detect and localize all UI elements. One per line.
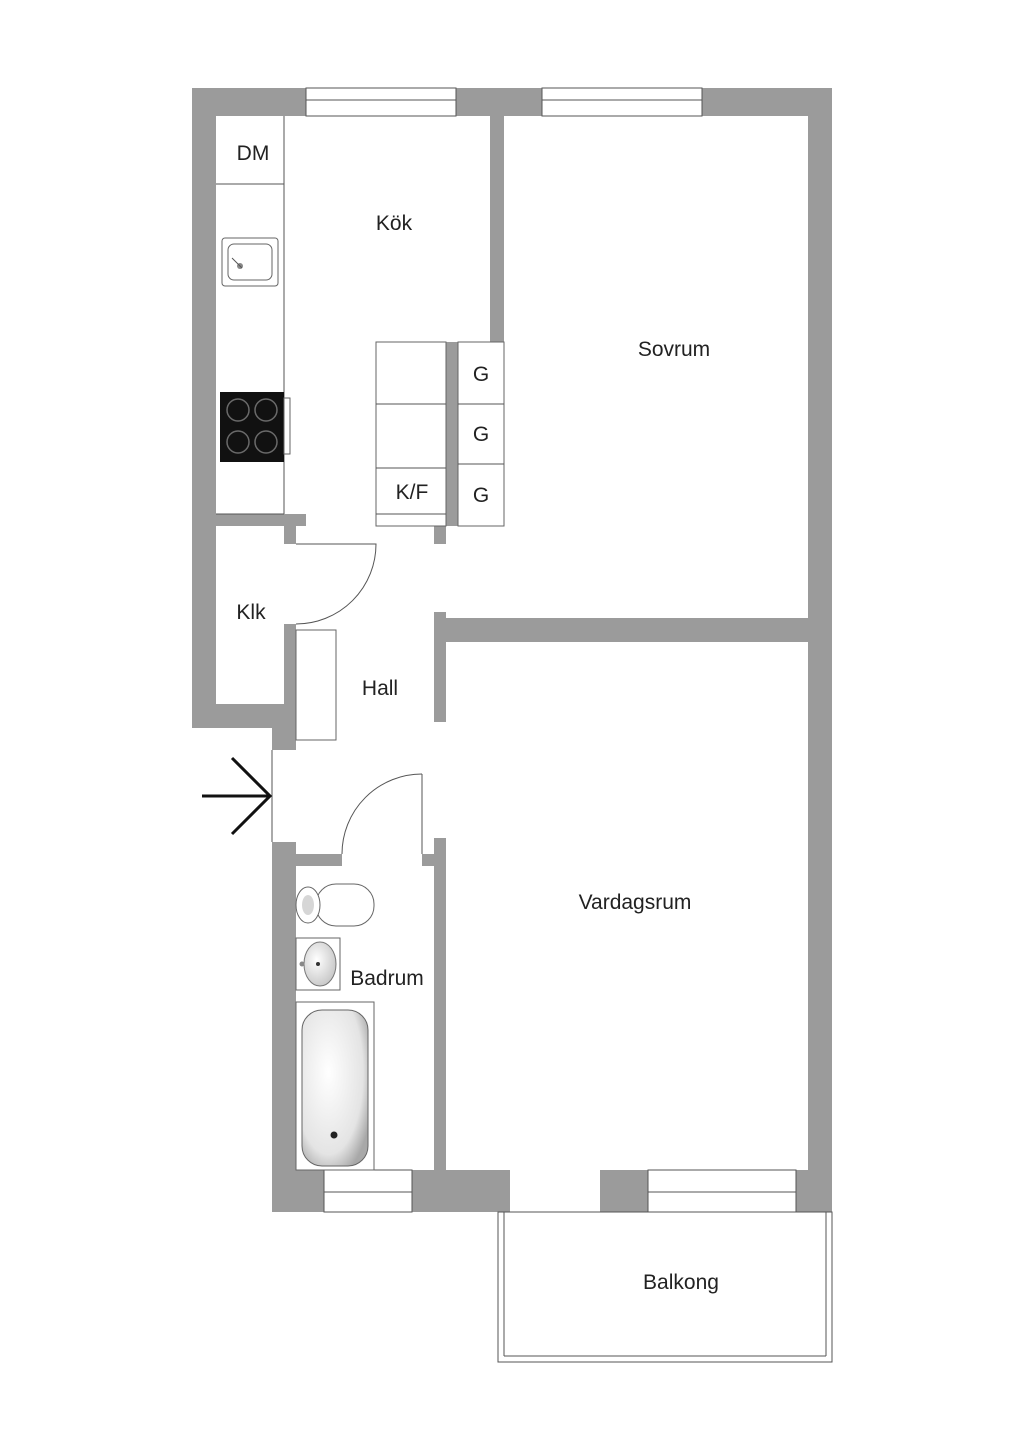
label-g-2: G (473, 423, 489, 446)
kitchen-sink-icon (221, 237, 279, 287)
label-g-1: G (473, 363, 489, 386)
wall-right (808, 88, 832, 1212)
balcony (497, 1211, 833, 1363)
toilet-icon (295, 883, 375, 927)
bathroom-door (341, 773, 423, 855)
label-g-3: G (473, 484, 489, 507)
wall-top-mid (456, 88, 542, 116)
wall-bottom-mid (412, 1170, 510, 1212)
closet-door (295, 543, 377, 625)
wall-bath-jamb (422, 854, 446, 866)
fridge-cabinet (375, 341, 447, 527)
stove-icon (220, 392, 291, 462)
entrance-arrow-icon (202, 756, 273, 836)
kitchen-fixtures (216, 116, 505, 527)
room-kok: Kök (376, 212, 413, 235)
wall-left-upper (192, 88, 216, 728)
wardrobe-column (457, 341, 505, 527)
label-kf: K/F (396, 481, 429, 504)
wall-closet-right (284, 624, 296, 728)
washbasin-icon (295, 937, 341, 991)
wall-kitchen-bedroom (490, 116, 504, 342)
room-klk: Klk (236, 601, 266, 624)
wall-kitchen-bottom (216, 514, 306, 526)
window-living (647, 1169, 797, 1213)
window-kitchen (305, 87, 457, 117)
wall-bottom-right (600, 1170, 648, 1212)
wall-bottom-left (272, 1170, 324, 1212)
bathroom-fixtures (295, 883, 375, 1171)
wall-bath-top (296, 854, 342, 866)
window-bedroom (541, 87, 703, 117)
wall-bottom-corner (796, 1170, 832, 1212)
wall-bedroom-living (434, 618, 808, 642)
room-badrum: Badrum (350, 967, 424, 990)
bathtub-icon (295, 1001, 375, 1171)
wall-wardrobe-stub (434, 526, 446, 544)
windows (305, 87, 797, 1213)
balcony-outline (497, 1211, 833, 1363)
hall-wardrobe (295, 629, 337, 741)
wall-hall-stub (434, 612, 446, 722)
walls (192, 88, 832, 1212)
wall-living-left (434, 838, 446, 1172)
room-vardagsrum: Vardagsrum (579, 891, 692, 914)
wall-wardrobe-back (446, 342, 458, 526)
label-dm: DM (237, 142, 270, 165)
room-sovrum: Sovrum (638, 338, 710, 361)
wall-left-lower (272, 842, 296, 1212)
wall-closet-jamb (284, 526, 296, 544)
window-bathroom (323, 1169, 413, 1213)
room-hall: Hall (362, 677, 398, 700)
room-balkong: Balkong (643, 1271, 719, 1294)
